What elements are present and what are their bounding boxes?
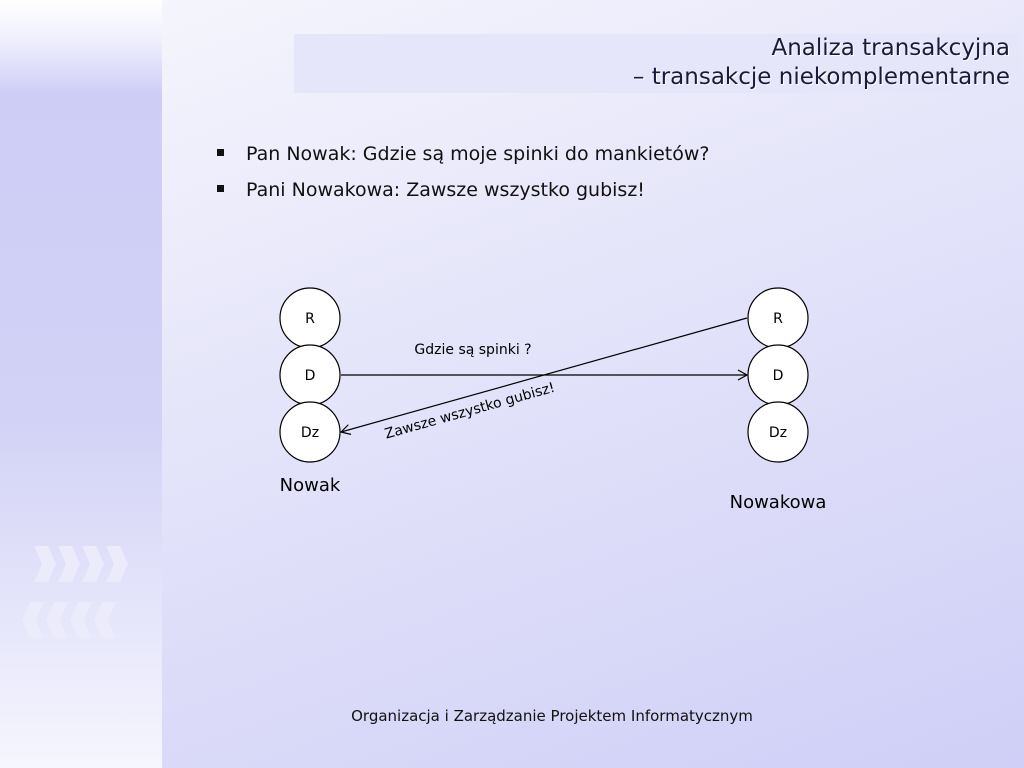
bullet-square-icon: [217, 185, 224, 192]
left-chevrons-icon: [22, 602, 116, 638]
bullet-item: Pan Nowak: Gdzie są moje spinki do manki…: [214, 136, 709, 172]
right-chevrons-icon: [34, 546, 128, 582]
bullet-item: Pani Nowakowa: Zawsze wszystko gubisz!: [214, 172, 709, 208]
nowakowa-name: Nowakowa: [730, 492, 827, 513]
decorative-chevrons: [22, 546, 128, 638]
nowak-state-r-label: R: [305, 311, 315, 327]
nowakowa-state-r-label: R: [773, 311, 783, 327]
title-box: Analiza transakcyjna – transakcje niekom…: [294, 34, 1020, 93]
arrow-stimulus-label: Gdzie są spinki ?: [414, 342, 531, 358]
nowak-state-dz-label: Dz: [301, 425, 319, 441]
nowakowa-ego-states: R D Dz Nowakowa: [730, 287, 827, 513]
nowak-ego-states: R D Dz Nowak: [279, 287, 341, 496]
slide-title-line2: – transakcje niekomplementarne: [632, 64, 1010, 90]
slide-title-line1: Analiza transakcyjna: [771, 35, 1010, 61]
left-decorative-band: [0, 0, 162, 768]
nowak-name: Nowak: [280, 475, 341, 496]
nowakowa-state-dz-circle: [747, 401, 809, 463]
bullet-list: Pan Nowak: Gdzie są moje spinki do manki…: [214, 136, 709, 208]
bullet-text: Pani Nowakowa: Zawsze wszystko gubisz!: [246, 179, 645, 201]
bullet-text: Pan Nowak: Gdzie są moje spinki do manki…: [246, 143, 710, 165]
slide-title: Analiza transakcyjna – transakcje niekom…: [633, 34, 1010, 92]
left-band-top-gradient: [0, 0, 162, 92]
slide-footer: Organizacja i Zarządzanie Projektem Info…: [351, 707, 753, 725]
nowakowa-state-d-label: D: [773, 368, 784, 384]
arrow-response-label: Zawsze wszystko gubisz!: [383, 380, 557, 443]
bullet-square-icon: [217, 149, 224, 156]
nowak-state-d-label: D: [305, 368, 316, 384]
arrow-response: [339, 317, 748, 435]
nowakowa-state-dz-label: Dz: [769, 425, 787, 441]
